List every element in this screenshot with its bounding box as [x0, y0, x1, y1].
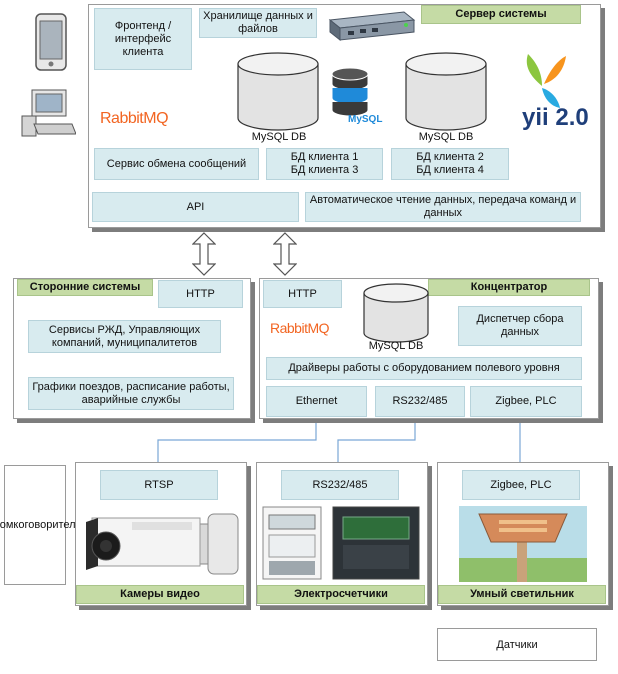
cameras-title: Камеры видео	[76, 585, 244, 604]
drivers-box: Драйверы работы с оборудованием полевого…	[266, 357, 582, 380]
api-box: API	[92, 192, 299, 222]
http-box: HTTP	[158, 280, 243, 308]
sensors-box: Датчики	[437, 628, 597, 661]
smart-lamp-icon	[459, 506, 587, 582]
rs232-meter-box: RS232/485	[281, 470, 399, 500]
client-db-box: БД клиента 1 БД клиента 3	[266, 148, 383, 180]
double-arrow-icon	[192, 232, 216, 276]
tablet-icon	[35, 13, 67, 71]
third-party-title: Сторонние системы	[17, 279, 153, 296]
zigbee-box: Zigbee, PLC	[470, 386, 582, 417]
yii-logo-mark	[526, 54, 566, 108]
zigbee-lamp-box: Zigbee, PLC	[462, 470, 580, 500]
auto-read-box: Автоматическое чтение данных, передача к…	[305, 192, 581, 222]
electric-meter-icon	[262, 506, 420, 580]
line-ethernet-cameras	[157, 418, 317, 462]
rtsp-box: RTSP	[100, 470, 218, 500]
db-label: MySQL DB	[418, 131, 474, 143]
db-label: MySQL DB	[251, 131, 307, 143]
rs232-box: RS232/485	[375, 386, 465, 417]
video-camera-icon	[86, 513, 239, 575]
db-label: MySQL DB	[368, 340, 424, 352]
line-rs232-meters	[337, 418, 416, 462]
double-arrow-icon	[273, 232, 297, 276]
mysql-stack-icon	[331, 67, 369, 117]
lamp-title: Умный светильник	[438, 585, 606, 604]
mysql-db-icon	[363, 283, 429, 343]
mysql-db-icon	[405, 52, 487, 131]
yii-logo: yii 2.0	[522, 104, 589, 131]
meters-title: Электросчетчики	[257, 585, 425, 604]
server-rack-icon	[328, 11, 416, 42]
storage-box: Хранилище данных и файлов	[199, 8, 317, 38]
client-db-box: БД клиента 2 БД клиента 4	[391, 148, 509, 180]
mysql-db-icon	[237, 52, 319, 131]
message-service-box: Сервис обмена сообщений	[94, 148, 259, 180]
http-box: HTTP	[263, 280, 342, 308]
desktop-computer-icon	[21, 89, 76, 137]
rabbitmq-logo: RabbitMQ	[100, 110, 169, 127]
dispatcher-box: Диспетчер сбора данных	[458, 306, 582, 346]
ethernet-box: Ethernet	[266, 386, 367, 417]
server-title: Сервер системы	[421, 5, 581, 24]
frontend-box: Фронтенд / интерфейс клиента	[94, 8, 192, 70]
speakers-box: Громкоговорители	[0, 465, 82, 585]
rabbitmq-logo: RabbitMQ	[270, 320, 330, 336]
schedules-box: Графики поездов, расписание работы, авар…	[28, 377, 234, 410]
services-box: Сервисы РЖД, Управляющих компаний, муниц…	[28, 320, 221, 353]
hub-title: Концентратор	[428, 279, 590, 296]
mysql-logo-text: MySQL	[348, 114, 383, 125]
